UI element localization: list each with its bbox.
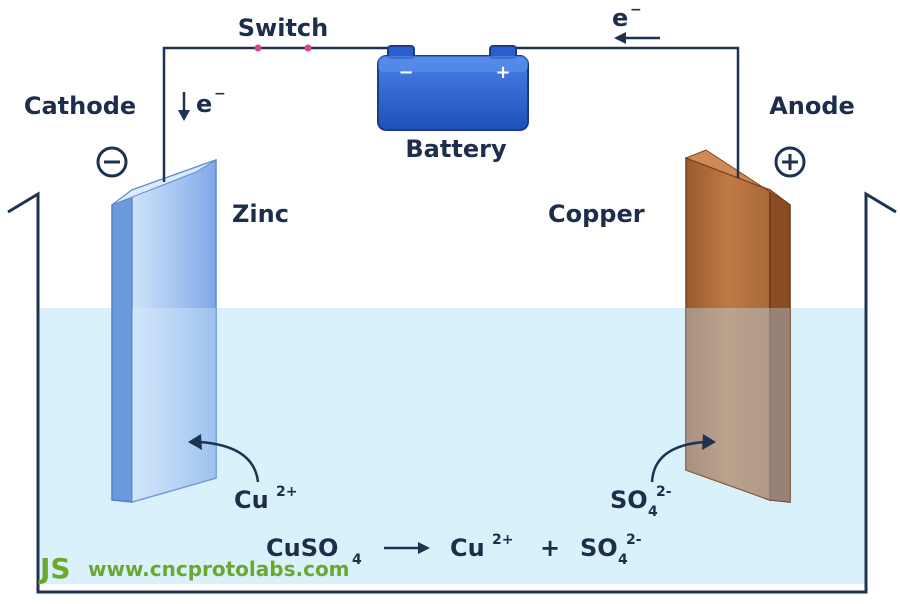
- equation-reactant: CuSO: [266, 534, 338, 562]
- electron-flow-down: e −: [178, 86, 226, 121]
- cathode-label: Cathode: [24, 92, 136, 120]
- watermark-url: www.cncprotolabs.com: [88, 557, 350, 581]
- so4-ion-subscript: 4: [648, 504, 658, 520]
- so4-ion-charge: 2-: [656, 484, 672, 500]
- equation-product-cu-charge: 2+: [492, 532, 513, 548]
- zinc-label: Zinc: [232, 200, 289, 228]
- battery: − +: [377, 45, 529, 131]
- electron-flow-left: e −: [612, 2, 660, 44]
- equation-product-so4: SO: [580, 534, 618, 562]
- cu-ion-arrow: [188, 434, 260, 483]
- battery-label: Battery: [405, 135, 507, 163]
- battery-plus-terminal: +: [495, 62, 510, 83]
- equation-reactant-subscript: 4: [352, 552, 362, 568]
- switch-label: Switch: [238, 14, 328, 42]
- cu-ion-label: Cu: [234, 486, 269, 514]
- so4-ion-arrow: [650, 434, 716, 483]
- electron-label-cathode: e: [196, 90, 212, 118]
- copper-label: Copper: [548, 200, 645, 228]
- equation-product-cu: Cu: [450, 534, 485, 562]
- copper-electrode: [684, 149, 791, 503]
- equation-product-so4-subscript: 4: [618, 552, 628, 568]
- electron-label-anode: e: [612, 4, 628, 32]
- equation-product-so4-charge: 2-: [626, 532, 642, 548]
- equation-plus: +: [540, 534, 560, 562]
- cu-ion-charge: 2+: [276, 484, 297, 500]
- watermark: JS www.cncprotolabs.com: [38, 552, 350, 585]
- cathode-polarity: −: [96, 146, 128, 178]
- dissociation-equation: CuSO 4 ⟶ Cu 2+ + SO 4 2-: [266, 532, 642, 568]
- tank-outline: [7, 191, 897, 594]
- watermark-logo: JS: [38, 552, 71, 585]
- anode-polarity: +: [774, 146, 806, 178]
- so4-ion-label: SO: [610, 486, 648, 514]
- zinc-electrode: [111, 158, 217, 503]
- electron-charge-cathode: −: [214, 86, 226, 102]
- battery-minus-terminal: −: [398, 62, 413, 83]
- electron-charge-anode: −: [630, 2, 642, 18]
- switch-contacts[interactable]: [254, 44, 312, 52]
- circuit-wire: [162, 46, 740, 182]
- anode-label: Anode: [769, 92, 855, 120]
